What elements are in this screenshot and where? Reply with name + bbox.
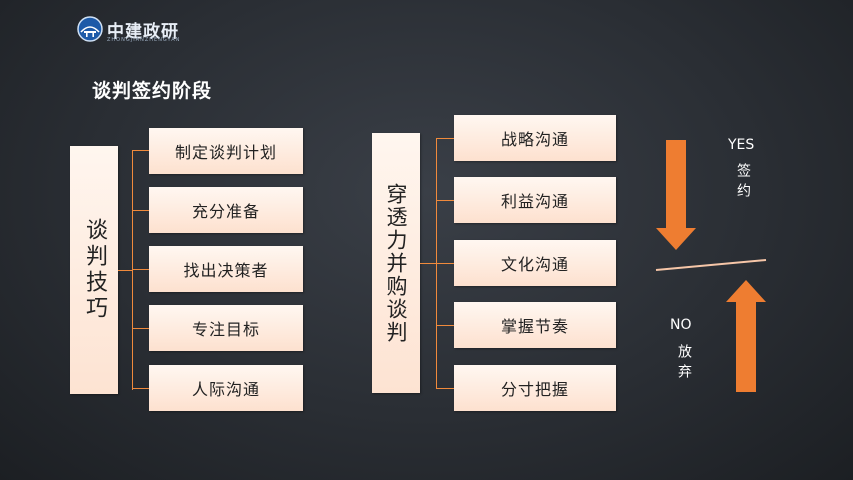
middle-item-5: 分寸把握 <box>454 365 616 411</box>
middle-item-2: 利益沟通 <box>454 177 616 223</box>
yes-text: 签约 <box>735 163 751 203</box>
logo-text: 中建政研 <box>107 22 179 42</box>
yes-label: YES <box>728 137 755 153</box>
middle-item-1: 战略沟通 <box>454 115 616 161</box>
middle-branch-2 <box>436 200 454 201</box>
no-text: 放弃 <box>676 344 692 384</box>
up-arrow-icon <box>726 280 766 392</box>
middle-item-4: 掌握节奏 <box>454 302 616 348</box>
left-item-5: 人际沟通 <box>149 365 303 411</box>
middle-branch-4 <box>436 325 454 326</box>
left-group-bracket <box>132 150 133 390</box>
left-branch-4 <box>132 328 149 329</box>
middle-branch-1 <box>436 138 454 139</box>
down-arrow-icon <box>656 140 696 250</box>
left-item-4: 专注目标 <box>149 305 303 351</box>
middle-branch-5 <box>436 388 454 389</box>
page-title: 谈判签约阶段 <box>92 80 213 102</box>
middle-group-label: 穿透力并购谈判 <box>372 133 420 393</box>
no-label: NO <box>670 317 692 333</box>
left-group-label: 谈判技巧 <box>70 146 118 394</box>
middle-group-trunk <box>420 263 436 264</box>
company-logo: 中建政研 ZHONGJIANZHENGYAN <box>77 16 197 46</box>
logo-globe-icon <box>77 16 103 42</box>
left-item-1: 制定谈判计划 <box>149 128 303 174</box>
left-branch-3 <box>132 269 149 270</box>
left-branch-5 <box>132 388 149 389</box>
left-branch-2 <box>132 210 149 211</box>
logo-subtext: ZHONGJIANZHENGYAN <box>107 37 181 43</box>
left-item-2: 充分准备 <box>149 187 303 233</box>
decision-line <box>655 259 767 271</box>
left-item-3: 找出决策者 <box>149 246 303 292</box>
left-group-trunk <box>118 270 132 271</box>
left-branch-1 <box>132 150 149 151</box>
middle-item-3: 文化沟通 <box>454 240 616 286</box>
middle-branch-3 <box>436 263 454 264</box>
decision-arrows <box>655 140 767 392</box>
